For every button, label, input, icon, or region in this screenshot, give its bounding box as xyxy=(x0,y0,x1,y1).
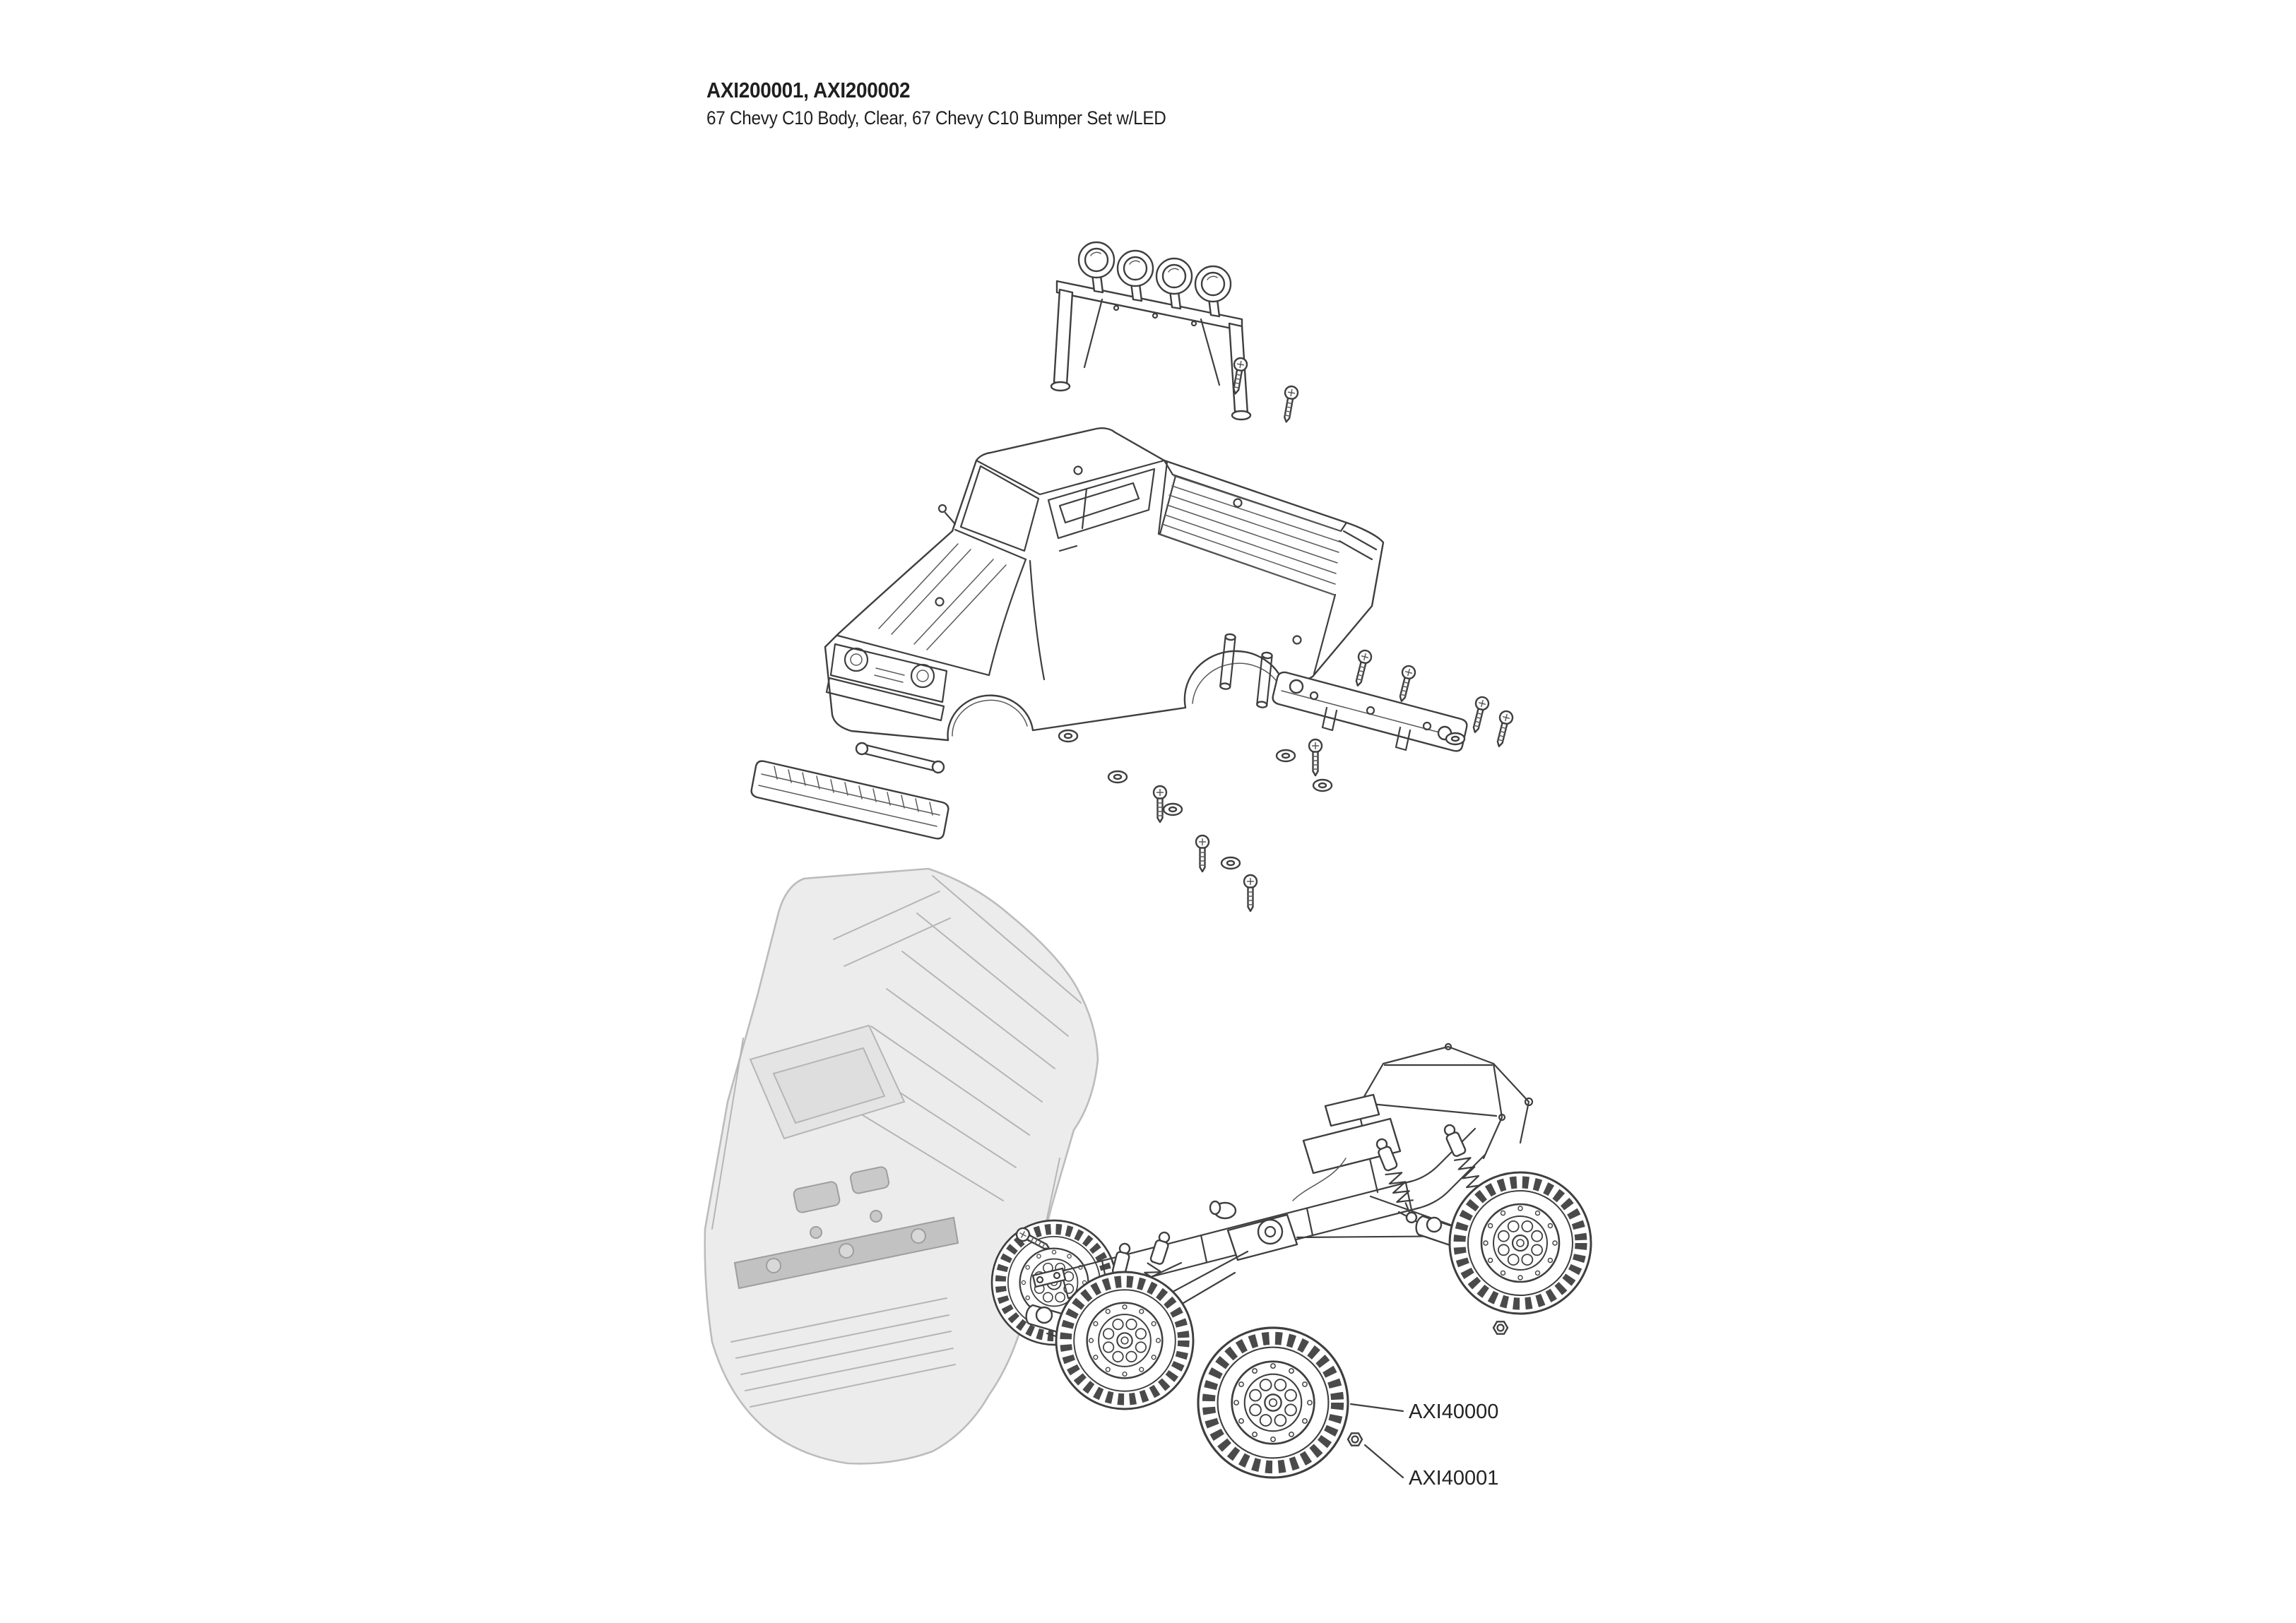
screw xyxy=(1467,694,1491,735)
light-pod xyxy=(1155,257,1193,295)
screw xyxy=(1243,874,1258,912)
rear-bumper-with-led xyxy=(1272,671,1468,752)
washer xyxy=(1162,802,1183,816)
light-pod xyxy=(1116,249,1154,287)
screw xyxy=(1491,708,1515,749)
rear-window xyxy=(1058,482,1140,524)
steering-link xyxy=(855,742,945,774)
gray-rear-window xyxy=(772,1047,886,1124)
part-subtitle: 67 Chevy C10 Body, Clear, 67 Chevy C10 B… xyxy=(706,107,1166,129)
light-bar-screw xyxy=(1279,384,1300,424)
wheel-front-near xyxy=(1056,1272,1193,1409)
hood-stripes xyxy=(878,543,1007,650)
header: AXI200001, AXI200002 67 Chevy C10 Body, … xyxy=(706,78,1166,129)
screw xyxy=(1350,648,1374,689)
headlight-left xyxy=(844,647,869,672)
washer xyxy=(1312,778,1333,792)
part-title: AXI200001, AXI200002 xyxy=(706,78,911,102)
wheel-hex-nut xyxy=(1492,1321,1509,1335)
transmission-skid xyxy=(1209,1200,1298,1261)
washer xyxy=(1275,749,1296,763)
washer xyxy=(1107,770,1128,784)
electronics-tray xyxy=(1292,1093,1402,1201)
painted-body-shell xyxy=(704,867,1099,1465)
wheel-hex-nut xyxy=(1347,1432,1363,1446)
washer xyxy=(1445,732,1466,746)
light-bar-assembly xyxy=(1050,241,1252,421)
screw xyxy=(1152,785,1168,824)
washer xyxy=(1220,856,1241,870)
callout-line-wheel xyxy=(1349,1403,1404,1413)
led-bucket xyxy=(1289,679,1304,694)
loose-wheel-assembly xyxy=(1198,1328,1348,1478)
wheel-rear-right xyxy=(1450,1172,1591,1314)
light-pod xyxy=(1194,265,1232,303)
bumper-mesh xyxy=(774,766,933,816)
headlight-right xyxy=(910,663,935,689)
callout-label-wheel: AXI40000 xyxy=(1409,1401,1498,1423)
screw xyxy=(1394,663,1418,704)
light-pod xyxy=(1077,241,1116,279)
roll-cage xyxy=(1354,1042,1534,1194)
callout-line-tire xyxy=(1363,1444,1404,1479)
chassis-assembly: AXI40000 AXI40001 xyxy=(992,1042,1591,1490)
clear-truck-body xyxy=(824,427,1385,742)
washer xyxy=(1058,729,1079,743)
windshield xyxy=(959,465,1040,552)
front-bumper-with-led xyxy=(750,742,949,840)
screw xyxy=(1308,738,1323,777)
grille xyxy=(829,643,948,703)
screw xyxy=(1195,834,1210,873)
gray-tailgate-ribs xyxy=(730,1297,956,1408)
callout-label-tire: AXI40001 xyxy=(1409,1467,1498,1490)
side-window xyxy=(1047,468,1156,540)
gray-rear-bumper xyxy=(733,1166,959,1290)
gray-bed-slats xyxy=(840,875,1082,1201)
bed-slats xyxy=(1159,475,1342,595)
front-bumper-bar xyxy=(1031,1267,1067,1288)
